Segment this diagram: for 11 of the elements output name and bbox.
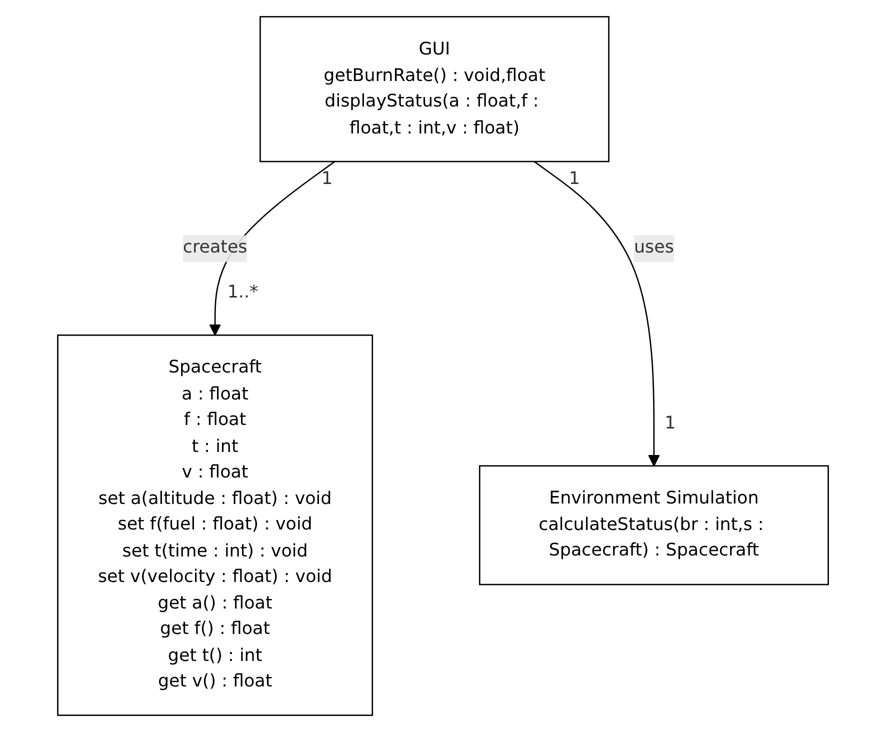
edge-label: creates: [182, 238, 248, 258]
arrow: [534, 160, 660, 466]
multiplicity-label: 1: [322, 169, 333, 190]
node-box: [260, 16, 610, 162]
edge-label: uses: [634, 238, 674, 258]
class-diagram: creates uses GUI getBurnRate() : void,float displayStatus(a : float,f : float,t : int,v : float) Spacecraft a : float f : float t : int v : float set a(altitude : float) : void set f(fuel : float) : void set t(time : int) : void set v(velocity : float) : void get a() : float get f() : float get t() : int get v() : float Environment Simulation calculateStatus(br : int,s : Spacecraft) : Spacecraft 1 1 1..* 1: [8, 6, 878, 726]
node-box: [57, 334, 374, 716]
node-box: [478, 465, 829, 586]
multiplicity-label: 1: [664, 413, 676, 434]
multiplicity-label: 1..*: [227, 282, 258, 303]
multiplicity-label: 1: [568, 169, 580, 190]
